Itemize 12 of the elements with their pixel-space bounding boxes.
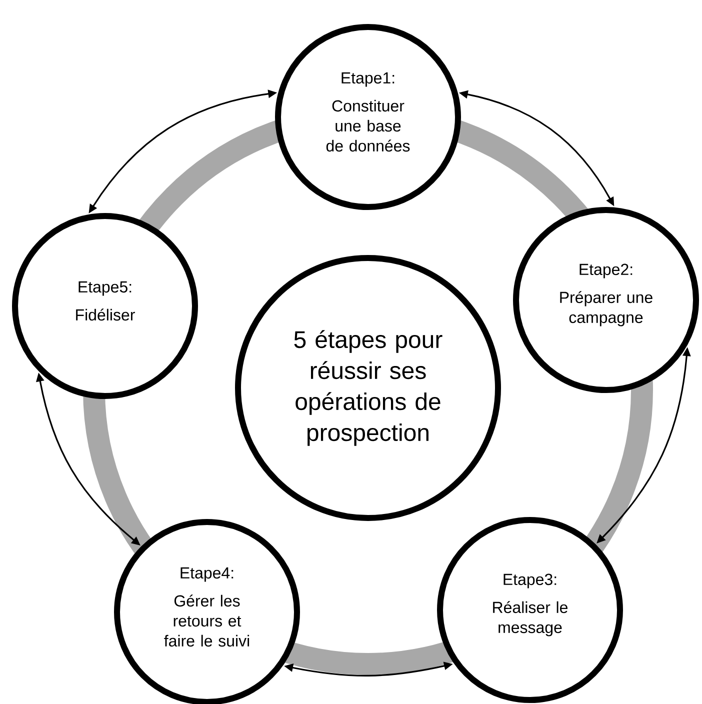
step-text: Etape3: Réaliser le message	[493, 574, 568, 636]
step-text: Etape2: Préparer une campagne	[560, 264, 652, 326]
step-circle	[513, 207, 699, 393]
step-text: Etape4: Gérer les retours et faire le suivi	[164, 567, 250, 647]
step-text: Etape1: Constituer une base de données	[326, 72, 410, 152]
step-circle	[437, 517, 623, 703]
title-text: 5 étapes pour réussir ses opérations de prospection	[294, 330, 442, 446]
step-circle	[114, 519, 300, 704]
step-text: Etape5: Fidéliser	[76, 281, 135, 321]
step-circle	[275, 24, 461, 210]
step-circle	[12, 213, 198, 399]
center-circle	[235, 255, 501, 521]
